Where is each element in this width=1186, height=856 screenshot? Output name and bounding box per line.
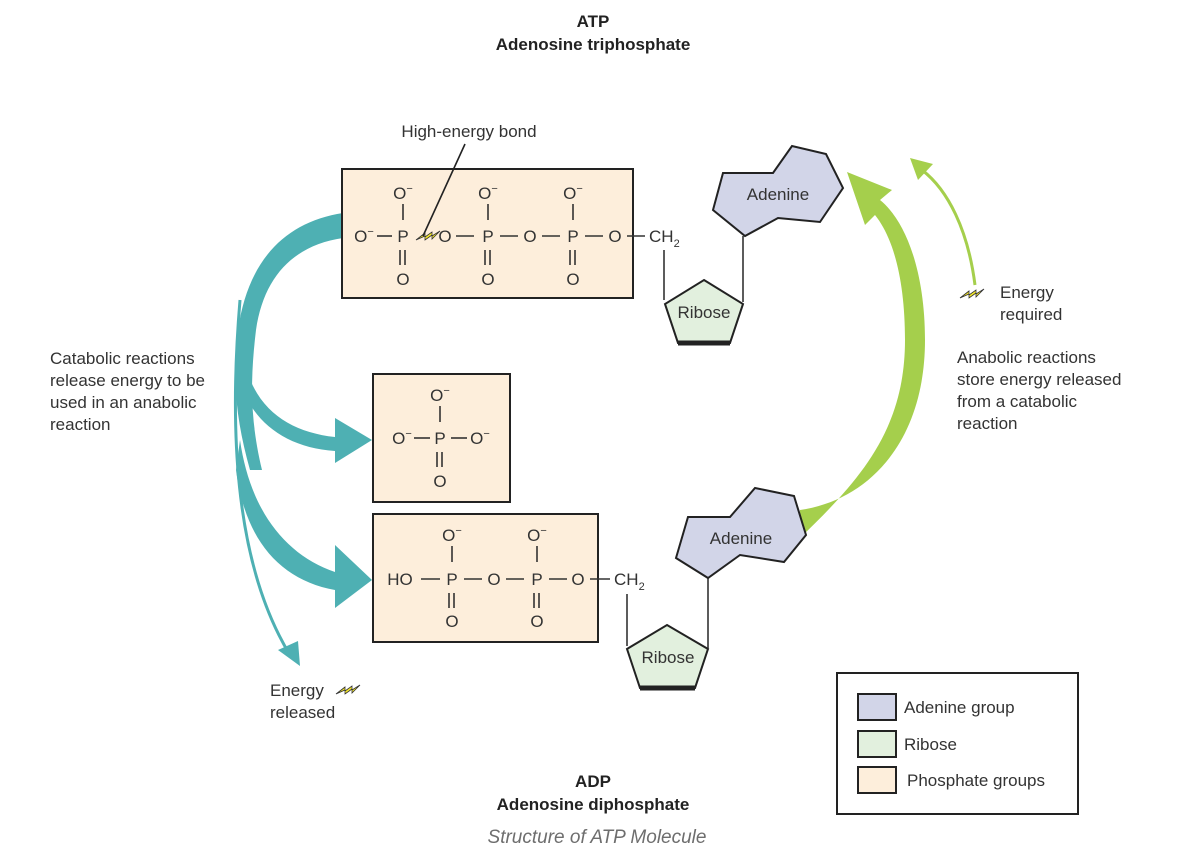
svg-text:released: released [270,703,335,722]
anabolic-description: Anabolic reactions store energy released… [957,348,1121,433]
atom-p: P [434,429,445,448]
atp-phosphate-box [341,168,634,299]
energy-bolt-icon [335,684,361,695]
figure-caption: Structure of ATP Molecule [488,827,707,848]
atom-o: O [445,612,458,631]
atp-ribose: Ribose [663,278,745,346]
legend-item-ribose: Ribose [857,730,957,758]
svg-text:Anabolic reactions: Anabolic reactions [957,348,1096,367]
atom-o: O− [478,183,498,203]
atom-o: O [438,227,451,246]
atom-o: O [433,472,446,491]
svg-text:Energy: Energy [270,681,324,700]
atom-o: O [530,612,543,631]
atom-o: O [608,227,621,246]
atom-o: O− [393,183,413,203]
legend-item-adenine: Adenine group [857,693,1015,721]
adp-ribose: Ribose [625,623,710,691]
svg-text:from a catabolic: from a catabolic [957,392,1077,411]
atom-p: P [397,227,408,246]
atom-o: O [481,270,494,289]
atom-o: O− [563,183,583,203]
arrow-energy-released-line [233,299,292,656]
svg-text:required: required [1000,305,1062,324]
svg-text:Energy: Energy [1000,283,1054,302]
energy-required-line [921,168,977,286]
svg-text:reaction: reaction [957,414,1017,433]
legend-item-phosphate: Phosphate groups [857,766,1045,794]
atom-o: O [566,270,579,289]
atom-o: O [487,570,500,589]
energy-bolt-icon [959,288,985,299]
energy-released-label: Energy released [270,681,361,722]
arrow-energy-released-head [278,641,300,666]
svg-text:Phosphate groups: Phosphate groups [907,771,1045,790]
adp-full-name: Adenosine diphosphate [497,795,690,814]
adp-phosphate-box [372,513,599,643]
atom-p: P [531,570,542,589]
svg-text:store energy released: store energy released [957,370,1121,389]
atom-ch2: CH2 [614,570,645,593]
atom-o: O [523,227,536,246]
atom-o: O− [527,525,547,545]
high-energy-bond-pointer [422,143,466,237]
energy-required-label: Energy required [959,283,1062,324]
catabolic-description: Catabolic reactions release energy to be… [50,349,205,434]
arrow-to-adp [236,440,372,608]
free-phosphate-box [372,373,511,503]
anabolic-arrows [800,158,977,538]
atom-o: O− [470,428,490,448]
high-energy-bond-label: High-energy bond [401,122,536,141]
atom-p: P [482,227,493,246]
ribose-label: Ribose [678,303,731,322]
svg-text:Catabolic reactions: Catabolic reactions [50,349,195,368]
arrow-to-phosphate [240,360,372,463]
catabolic-arrows [233,213,372,666]
ribose-label: Ribose [642,648,695,667]
atom-o: O− [392,428,412,448]
atom-o: O [571,570,584,589]
energy-required-head [910,158,933,180]
adp-phosphate-group: O− HO P O O O− P O O CH2 [372,513,645,643]
atom-o: O [396,270,409,289]
atp-title: ATP [577,12,610,31]
legend-swatch [857,766,897,794]
adp-title: ADP [575,772,611,791]
legend: Adenine group Ribose Phosphate groups [836,672,1079,815]
adenine-label: Adenine [710,529,772,548]
atom-o: O− [354,226,374,246]
atom-ch2: CH2 [649,227,680,250]
atp-full-name: Adenosine triphosphate [496,35,691,54]
atom-o: O− [442,525,462,545]
legend-swatch [857,730,897,758]
atom-o: O− [430,385,450,405]
atom-p: P [446,570,457,589]
atom-ho: HO [387,570,413,589]
svg-text:release energy to be: release energy to be [50,371,205,390]
svg-text:used in an anabolic: used in an anabolic [50,393,197,412]
adp-adenine: Adenine [674,486,808,580]
svg-text:reaction: reaction [50,415,110,434]
svg-text:Adenine group: Adenine group [904,698,1015,717]
atp-phosphate-group: O− O− P O O O− P O O O− P O O CH2 [341,168,680,299]
adenine-label: Adenine [747,185,809,204]
free-phosphate-group: O− O− P O− O [372,373,511,503]
atp-adenine: Adenine [711,144,845,238]
legend-swatch [857,693,897,721]
svg-text:Ribose: Ribose [904,735,957,754]
catabolic-main-band [235,213,343,470]
atom-p: P [567,227,578,246]
anabolic-main-band [800,172,925,538]
